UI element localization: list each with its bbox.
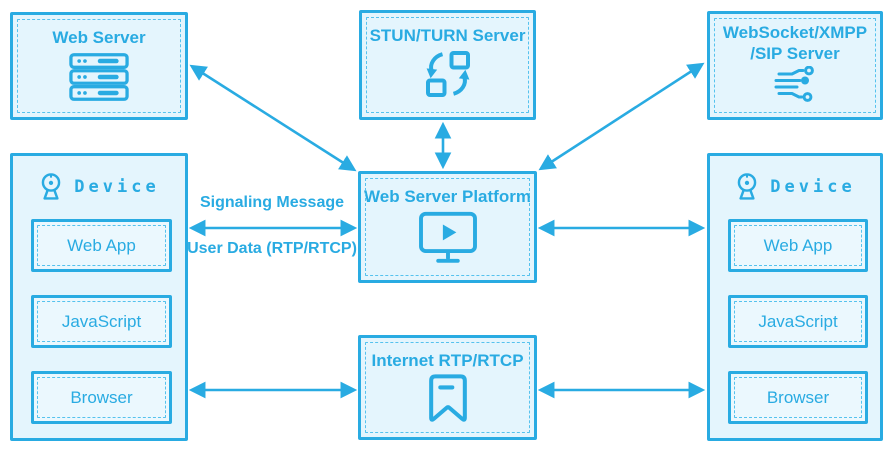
circuit-nodes-icon (774, 66, 814, 102)
node-device-left: Device Web App JavaScript Browser (10, 153, 188, 441)
sync-squares-icon (425, 51, 471, 97)
subbox-label: Browser (70, 387, 133, 407)
node-web-app: Web App (728, 219, 868, 272)
connector-platform-websocket (538, 62, 705, 171)
webcam-icon (737, 173, 757, 200)
subbox-label: JavaScript (758, 311, 838, 331)
edge-label-signaling-message: Signaling Message (199, 194, 345, 211)
device-label: Device (74, 177, 160, 197)
device-label: Device (770, 177, 856, 197)
device-header: Device (710, 170, 880, 204)
monitor-play-icon (418, 211, 477, 263)
webcam-icon (41, 173, 61, 200)
node-device-right: Device Web App JavaScript Browser (707, 153, 883, 441)
bookmark-icon (428, 374, 467, 422)
node-title: Web Server (52, 28, 146, 47)
node-javascript: JavaScript (728, 295, 868, 348)
node-websocket-server: WebSocket/XMPP /SIP Server (707, 11, 883, 120)
node-browser: Browser (728, 371, 868, 424)
node-title: STUN/TURN Server (369, 26, 526, 45)
server-rack-icon (69, 53, 129, 101)
connector-webserver-platform (189, 64, 357, 172)
node-stun-turn-server: STUN/TURN Server (359, 10, 536, 120)
node-title-line2: /SIP Server (750, 44, 840, 63)
node-internet-rtp: Internet RTP/RTCP (358, 335, 537, 440)
device-header: Device (13, 170, 185, 204)
subbox-label: Web App (67, 235, 136, 255)
node-title: Web Server Platform (364, 187, 531, 206)
node-web-server: Web Server (10, 12, 188, 120)
node-title: Internet RTP/RTCP (371, 351, 524, 370)
node-web-app: Web App (31, 219, 172, 272)
edge-label-user-data: User Data (RTP/RTCP) (187, 240, 357, 257)
node-title-line1: WebSocket/XMPP (722, 23, 868, 42)
node-browser: Browser (31, 371, 172, 424)
subbox-label: Web App (763, 235, 833, 255)
subbox-label: Browser (766, 387, 830, 407)
subbox-label: JavaScript (61, 311, 142, 331)
node-web-server-platform: Web Server Platform (358, 171, 537, 283)
node-javascript: JavaScript (31, 295, 172, 348)
